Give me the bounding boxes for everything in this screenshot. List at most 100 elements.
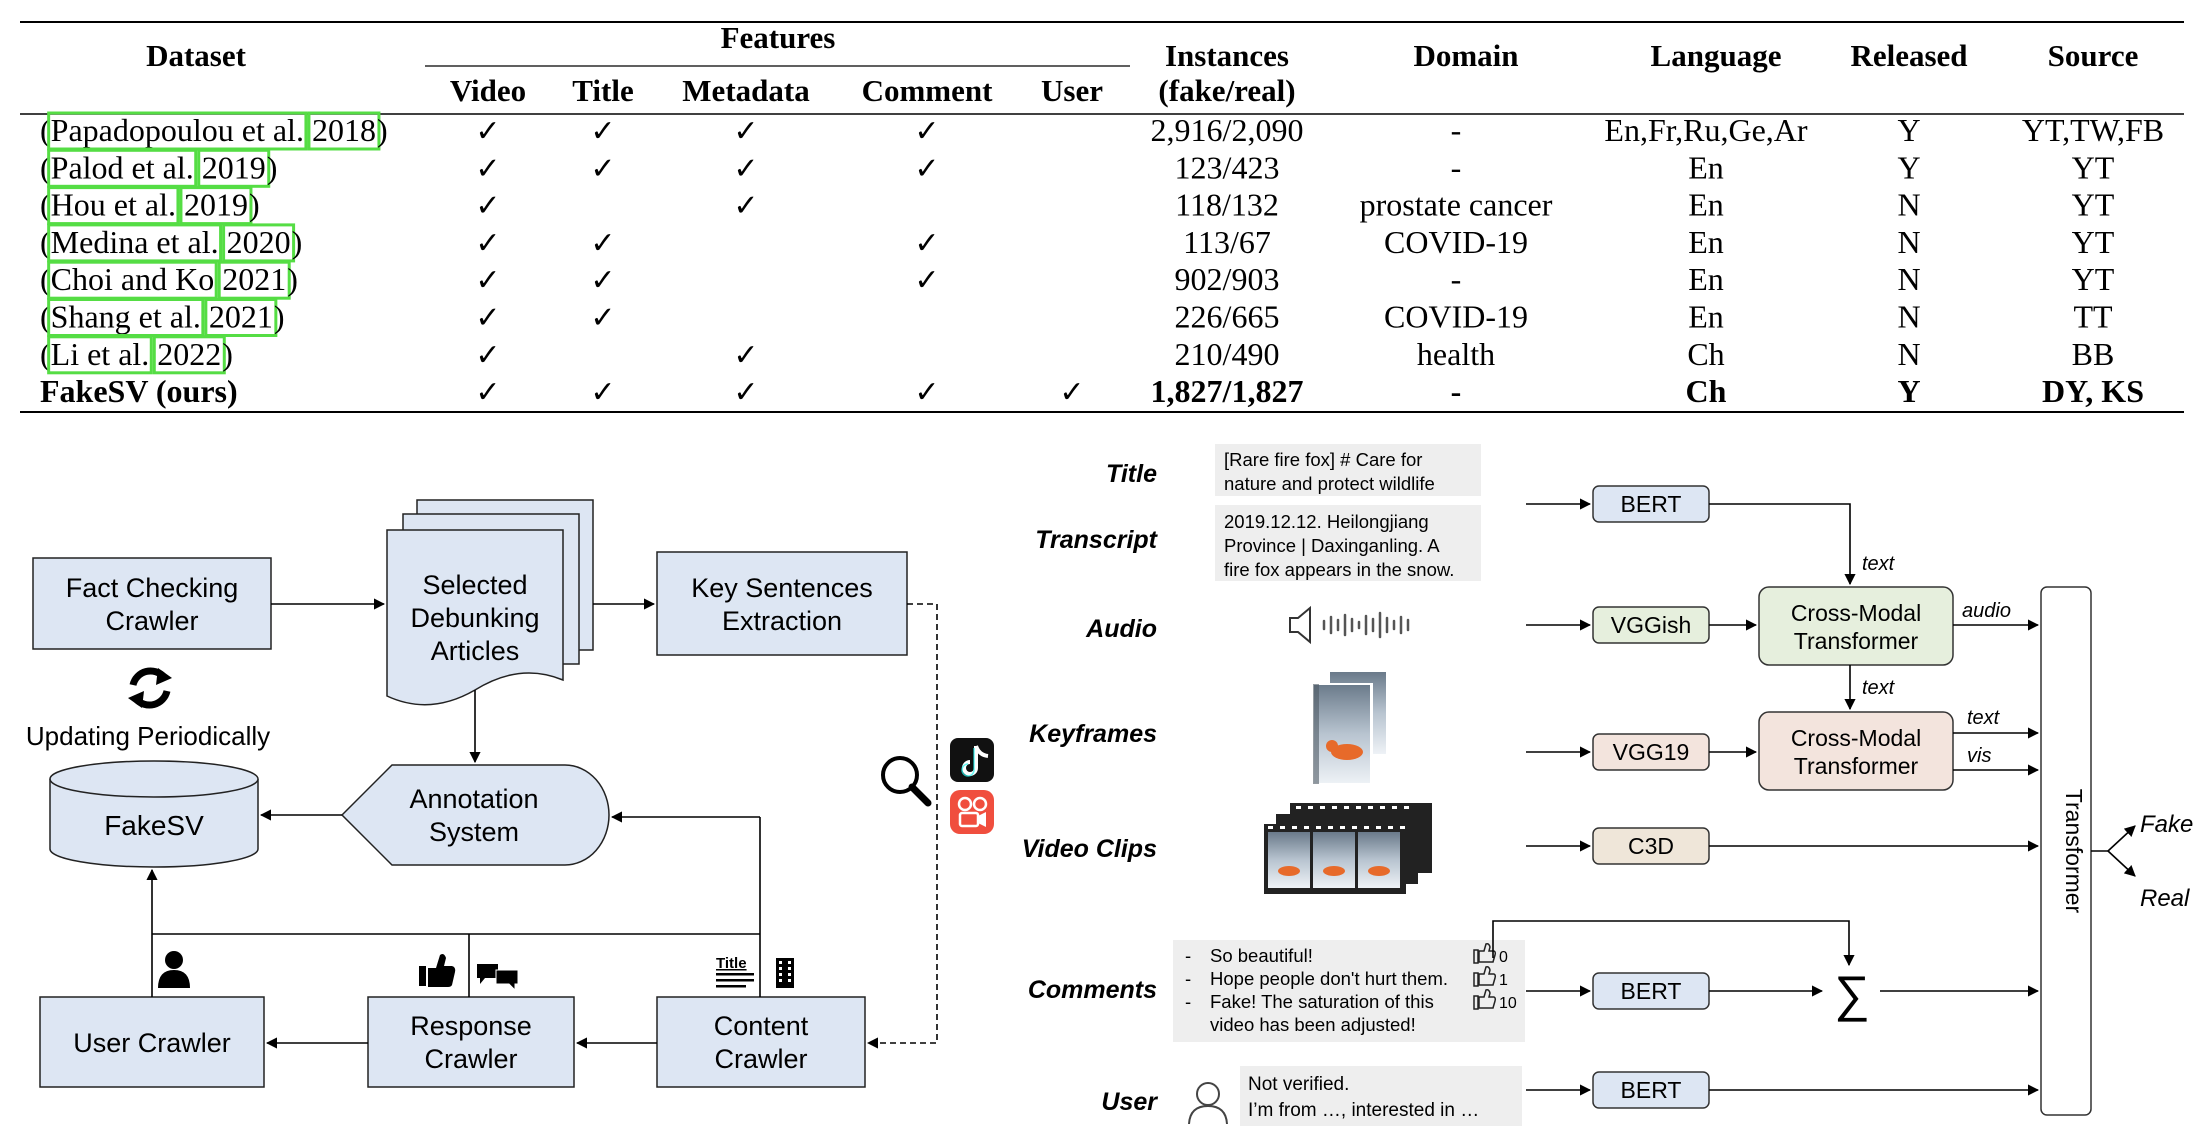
- video-clip-frames: [1264, 803, 1432, 894]
- source-cell: BB: [2072, 336, 2115, 372]
- domain-cell: COVID-19: [1384, 224, 1528, 260]
- comment-item: -Hope people don't hurt them.1: [1185, 966, 1508, 989]
- c3d-label: C3D: [1628, 833, 1674, 859]
- edge-label-text-1: text: [1862, 553, 1896, 575]
- vggish-label: VGGish: [1611, 612, 1692, 638]
- annotation-system-box: Annotation System: [340, 764, 610, 866]
- row-label-title: Title: [1106, 460, 1157, 488]
- header-user: User: [1041, 73, 1103, 108]
- dataset-year[interactable]: 2018: [312, 112, 376, 148]
- dataset-author[interactable]: Li et al.: [51, 336, 150, 372]
- svg-text:(: (: [40, 336, 51, 372]
- language-cell: En: [1688, 224, 1724, 260]
- feature-check: ✓: [590, 301, 615, 336]
- language-cell: En,Fr,Ru,Ge,Ar: [1604, 112, 1807, 148]
- svg-text:): ): [287, 261, 298, 297]
- svg-text:(: (: [40, 261, 51, 297]
- instances-cell: 123/423: [1175, 149, 1280, 185]
- feature-check: ✓: [475, 151, 500, 186]
- comparison-table: Dataset Features Video Title Metadata Co…: [20, 20, 2184, 413]
- row-label-keyframes: Keyframes: [1029, 720, 1157, 748]
- feature-check: ✓: [475, 114, 500, 149]
- header-title: Title: [572, 73, 633, 108]
- feature-check: ✓: [475, 189, 500, 224]
- citation-highlight: [307, 111, 381, 151]
- comment-text: So beautiful!: [1210, 945, 1313, 966]
- kuaishou-icon: [950, 790, 994, 834]
- selected-debunking-articles-box: Selected Debunking Articles: [386, 499, 594, 706]
- dataset-year[interactable]: 2019: [202, 149, 266, 185]
- instances-cell: 1,827/1,827: [1151, 373, 1304, 409]
- svg-text:): ): [249, 187, 260, 223]
- keyframe-images: [1312, 672, 1386, 785]
- title-text-panel: [Rare fire fox] # Care for nature and pr…: [1215, 444, 1481, 496]
- comments-list: -So beautiful!0-Hope people don't hurt t…: [1185, 943, 1517, 1035]
- feature-check: ✓: [914, 263, 939, 298]
- comment-like-icon: [1473, 943, 1497, 964]
- dataset-author[interactable]: Papadopoulou et al.: [51, 112, 304, 148]
- domain-cell: prostate cancer: [1360, 187, 1553, 223]
- speaker-icon: [1289, 605, 1311, 645]
- instances-cell: 226/665: [1175, 299, 1280, 335]
- header-language: Language: [1651, 38, 1782, 73]
- dataset-author[interactable]: Medina et al.: [51, 224, 219, 260]
- feature-check: ✓: [914, 226, 939, 261]
- user-crawler-label: User Crawler: [73, 1028, 231, 1058]
- dataset-year[interactable]: 2021: [222, 261, 286, 297]
- comment-like-icon: [1473, 966, 1497, 987]
- key-sentences-label-2: Extraction: [722, 606, 842, 636]
- articles-label-3: Articles: [431, 636, 520, 666]
- source-cell: YT: [2072, 187, 2115, 223]
- domain-cell: -: [1451, 149, 1462, 185]
- dataset-year[interactable]: 2019: [184, 187, 248, 223]
- articles-label-1: Selected: [422, 570, 527, 600]
- instances-cell: 113/67: [1183, 224, 1271, 260]
- header-comment: Comment: [862, 73, 994, 108]
- comment-text: video has been adjusted!: [1210, 1014, 1416, 1035]
- dataset-author[interactable]: Shang et al.: [51, 299, 201, 335]
- svg-text:): ): [222, 336, 233, 372]
- bert-comments-encoder: BERT: [1592, 972, 1710, 1010]
- dataset-author[interactable]: Hou et al.: [51, 187, 176, 223]
- response-crawler-label-1: Response: [410, 1011, 532, 1041]
- instances-cell: 210/490: [1175, 336, 1280, 372]
- pipeline-diagram: Fact Checking Crawler Selected Debunking…: [26, 499, 994, 1088]
- released-cell: N: [1897, 187, 1920, 223]
- row-label-comments: Comments: [1028, 976, 1157, 1004]
- tiktok-icon: [950, 738, 994, 782]
- dataset-cell: (Li et al.2022): [40, 335, 233, 375]
- comment-text: Hope people don't hurt them.: [1210, 968, 1448, 989]
- dataset-year[interactable]: 2021: [209, 299, 273, 335]
- citation-highlight: [204, 298, 278, 337]
- domain-cell: -: [1451, 373, 1462, 409]
- dataset-cell: (Papadopoulou et al.2018): [40, 111, 388, 151]
- fakesv-label: FakeSV: [104, 810, 204, 841]
- comment-bullet: -: [1185, 968, 1191, 989]
- fact-checking-crawler-box: Fact Checking Crawler: [32, 557, 272, 650]
- c3d-encoder: C3D: [1592, 827, 1710, 865]
- dataset-author[interactable]: Palod et al.: [51, 149, 194, 185]
- domain-cell: -: [1451, 112, 1462, 148]
- svg-text:): ): [292, 224, 303, 260]
- dataset-author: FakeSV (ours): [40, 373, 238, 409]
- comment-like-count: 10: [1499, 995, 1517, 1012]
- transcript-line-2: Province | Daxinganling. A: [1224, 535, 1440, 556]
- dataset-year[interactable]: 2022: [157, 336, 221, 372]
- comments-panel: [1173, 940, 1525, 1042]
- output-fake: Fake: [2140, 811, 2193, 838]
- chat-bubbles-icon: [477, 964, 519, 992]
- feature-check: ✓: [733, 151, 758, 186]
- dataset-year[interactable]: 2020: [227, 224, 291, 260]
- vgg19-encoder: VGG19: [1592, 733, 1710, 771]
- domain-cell: COVID-19: [1384, 299, 1528, 335]
- user-crawler-box: User Crawler: [39, 996, 265, 1088]
- dataset-author[interactable]: Choi and Ko: [51, 261, 215, 297]
- cross-modal-transformer-audio: Cross-Modal Transformer: [1758, 586, 1954, 666]
- key-sentences-extraction-box: Key Sentences Extraction: [656, 551, 908, 656]
- dataset-cell: (Hou et al.2019): [40, 186, 260, 226]
- output-real: Real: [2140, 885, 2190, 912]
- table-body: (Papadopoulou et al.2018)✓✓✓✓2,916/2,090…: [40, 111, 2164, 410]
- instances-cell: 118/132: [1175, 187, 1279, 223]
- feature-check: ✓: [475, 226, 500, 261]
- svg-text:): ): [267, 149, 278, 185]
